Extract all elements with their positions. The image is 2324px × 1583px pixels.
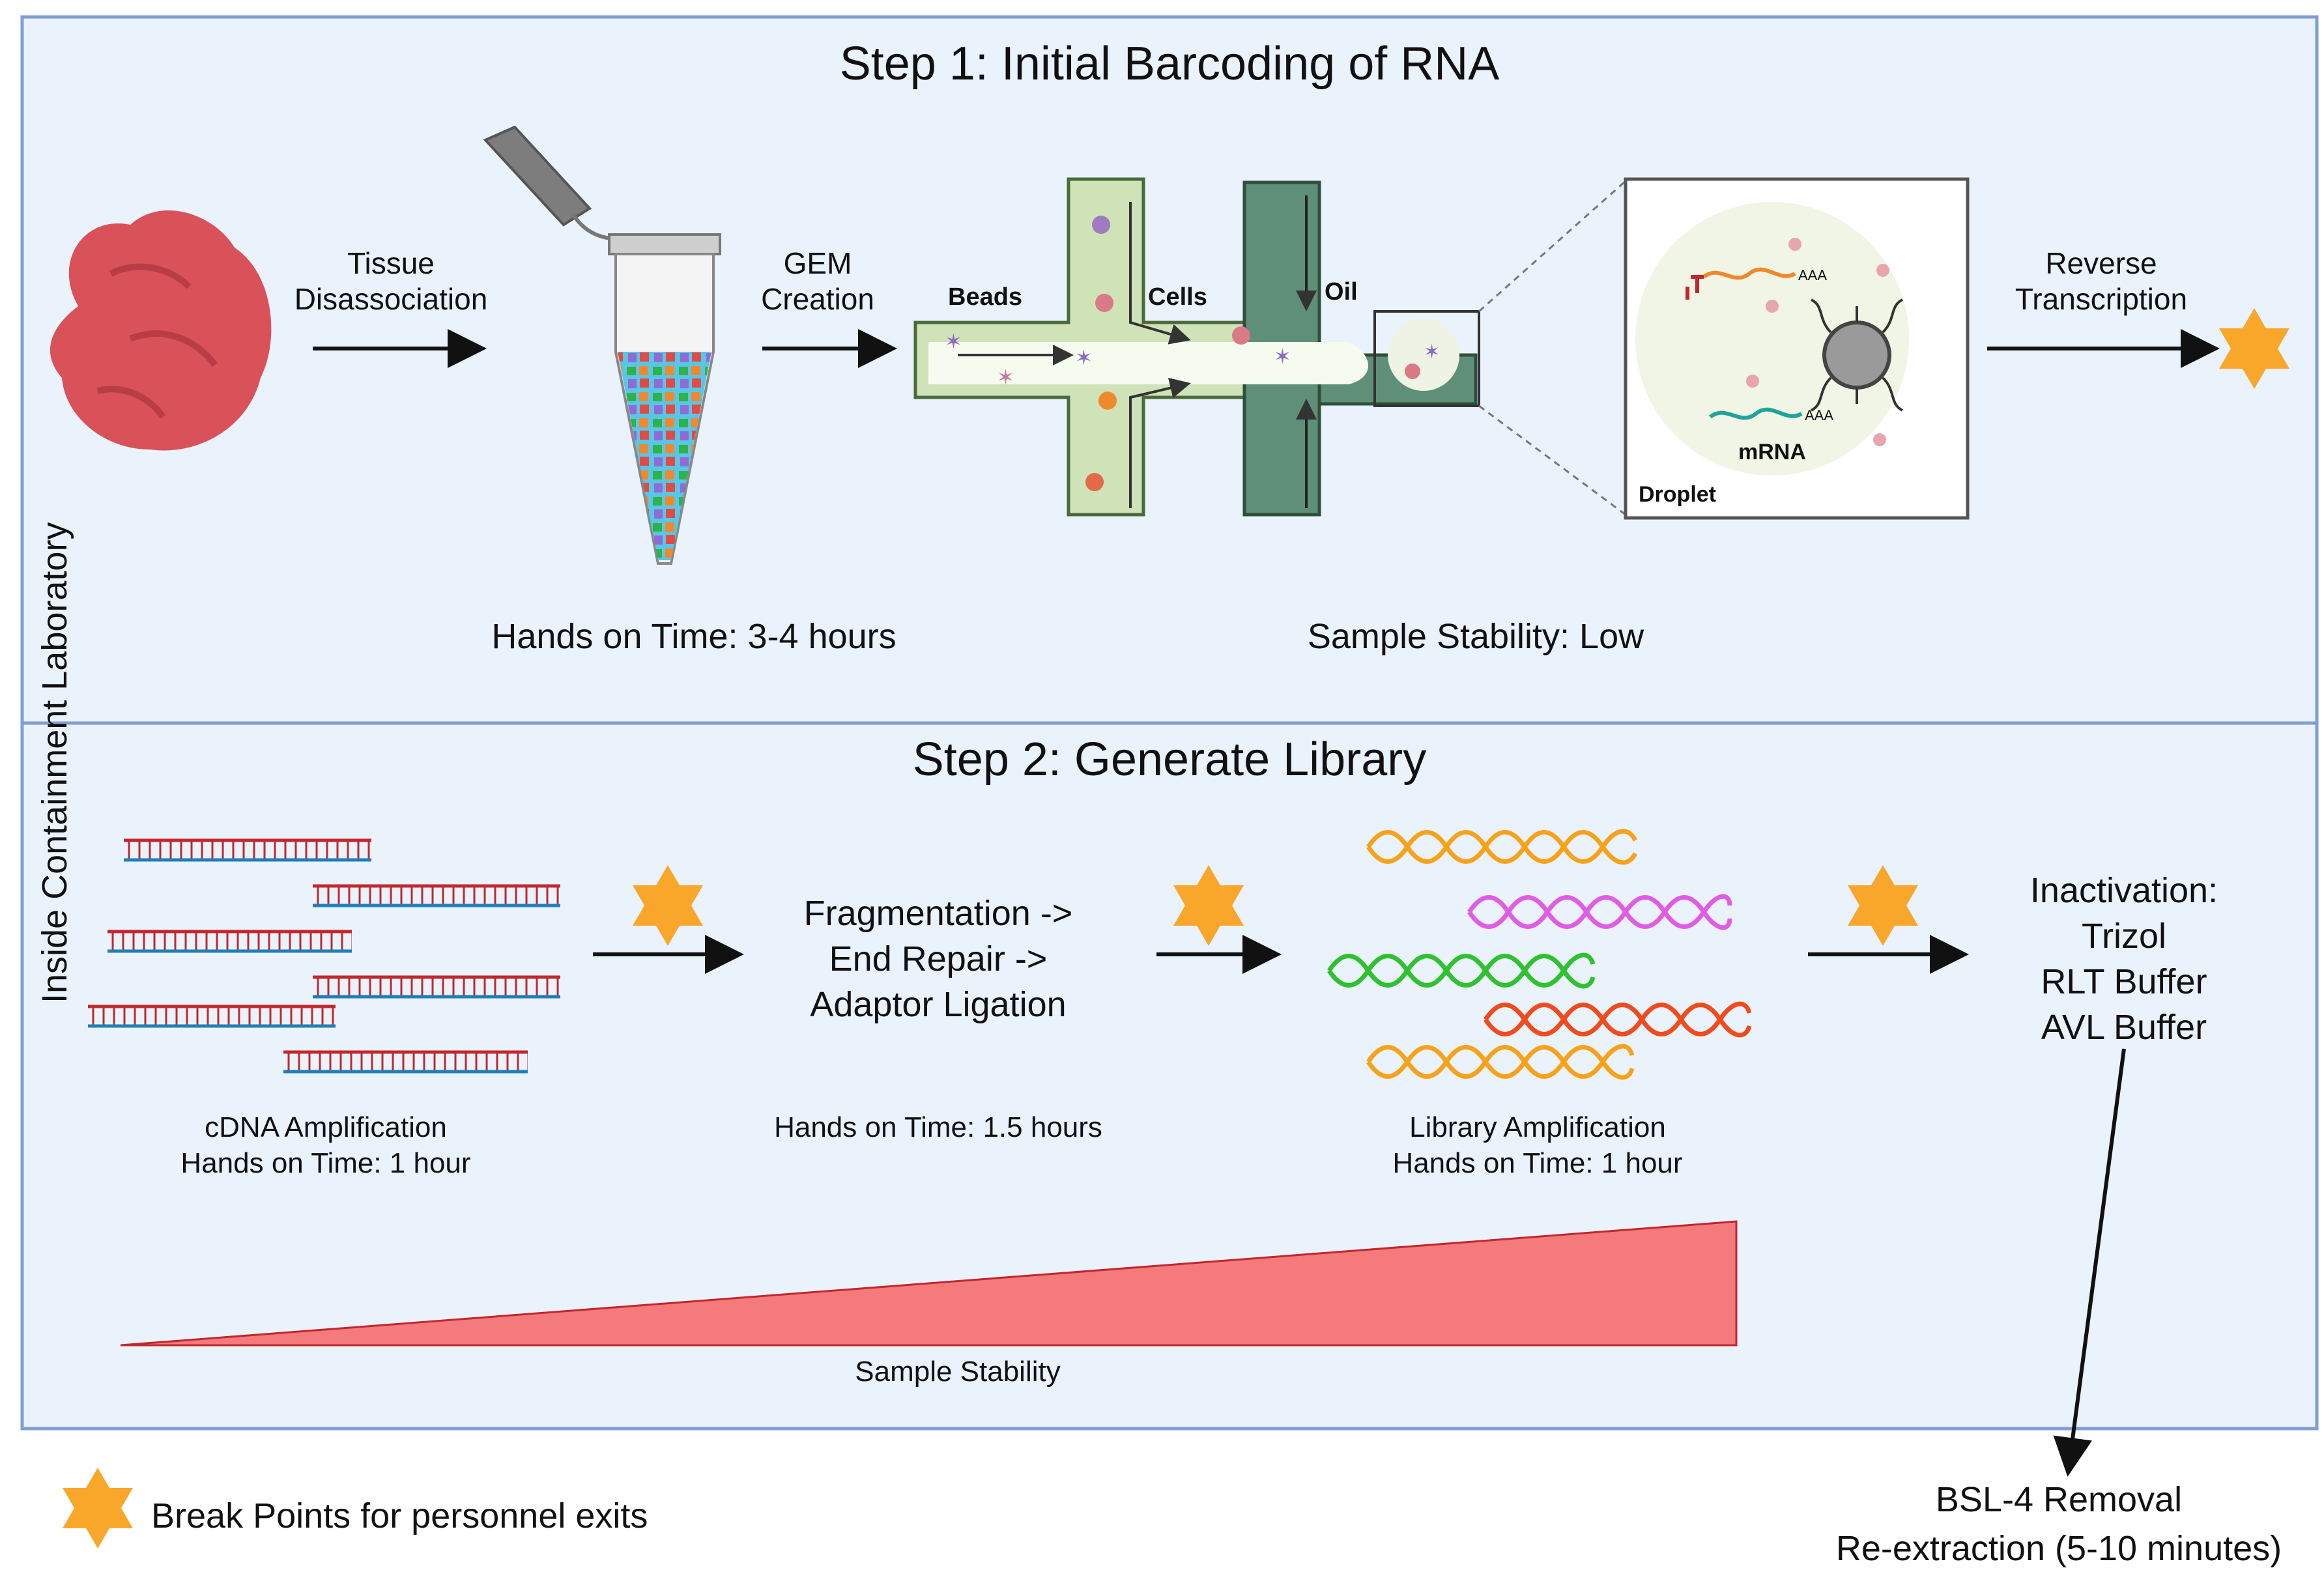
tissue-label-line1: Tissue bbox=[347, 246, 435, 280]
gem-label-line2: Creation bbox=[761, 282, 874, 316]
svg-text:✶: ✶ bbox=[1075, 346, 1093, 369]
process-line1: Fragmentation -> bbox=[804, 894, 1073, 933]
cdna-strands-icon bbox=[88, 838, 560, 1074]
sample-tube-icon bbox=[483, 125, 721, 565]
svg-text:✶: ✶ bbox=[1424, 341, 1440, 363]
droplet-aaa2: AAA bbox=[1805, 407, 1833, 423]
removal-line2: Re-extraction (5-10 minutes) bbox=[1836, 1529, 2282, 1568]
sample-stability-wedge bbox=[120, 1220, 1738, 1347]
svg-text:✶: ✶ bbox=[997, 365, 1014, 389]
tissue-sample-icon bbox=[50, 210, 272, 451]
process-line2: End Repair -> bbox=[829, 939, 1048, 978]
inactivation-line2: Trizol bbox=[2082, 917, 2166, 956]
containment-side-label: Inside Containment Laboratory bbox=[35, 522, 74, 1003]
rt-label-line2: Transcription bbox=[2015, 282, 2187, 316]
gem-label-line1: GEM bbox=[784, 246, 852, 280]
frag-caption: Hands on Time: 1.5 hours bbox=[774, 1111, 1102, 1143]
zoom-line-top bbox=[1478, 180, 1626, 313]
cdna-caption-line2: Hands on Time: 1 hour bbox=[180, 1147, 470, 1179]
rt-label-line1: Reverse bbox=[2045, 246, 2157, 280]
chip-oil-label: Oil bbox=[1325, 278, 1358, 306]
step1-title: Step 1: Initial Barcoding of RNA bbox=[840, 38, 1500, 90]
step2-title: Step 2: Generate Library bbox=[913, 734, 1426, 786]
step1-hands-on: Hands on Time: 3-4 hours bbox=[491, 617, 896, 656]
lib-caption-line1: Library Amplification bbox=[1409, 1111, 1666, 1143]
legend-star-icon bbox=[63, 1468, 133, 1548]
stability-wedge-label: Sample Stability bbox=[855, 1356, 1060, 1388]
svg-text:✶: ✶ bbox=[945, 330, 962, 353]
inactivation-line4: AVL Buffer bbox=[2041, 1008, 2207, 1047]
process-line3: Adaptor Ligation bbox=[810, 985, 1066, 1024]
removal-line1: BSL-4 Removal bbox=[1936, 1480, 2182, 1519]
lib-caption-line2: Hands on Time: 1 hour bbox=[1392, 1147, 1682, 1179]
library-dna-helices-icon bbox=[1327, 829, 1752, 1080]
step1-stability: Sample Stability: Low bbox=[1308, 617, 1644, 656]
chip-beads-label: Beads bbox=[948, 283, 1022, 311]
inactivation-line1: Inactivation: bbox=[2030, 871, 2218, 910]
droplet-zoom-box bbox=[1624, 177, 1970, 520]
legend-label: Break Points for personnel exits bbox=[151, 1496, 648, 1535]
inactivation-line3: RLT Buffer bbox=[2041, 962, 2207, 1001]
chip-cells-label: Cells bbox=[1148, 283, 1207, 311]
droplet-label: Droplet bbox=[1639, 482, 1716, 507]
arrow-removal bbox=[2053, 1048, 2126, 1477]
tissue-label-line2: Disassociation bbox=[294, 282, 488, 316]
cdna-caption-line1: cDNA Amplification bbox=[205, 1111, 447, 1143]
droplet-aaa1: AAA bbox=[1798, 267, 1827, 283]
microfluidic-chip: ✶ ✶ ✶ ✶ ✶ bbox=[913, 177, 1480, 517]
droplet-mrna-label: mRNA bbox=[1738, 440, 1806, 464]
svg-text:✶: ✶ bbox=[1274, 345, 1291, 368]
